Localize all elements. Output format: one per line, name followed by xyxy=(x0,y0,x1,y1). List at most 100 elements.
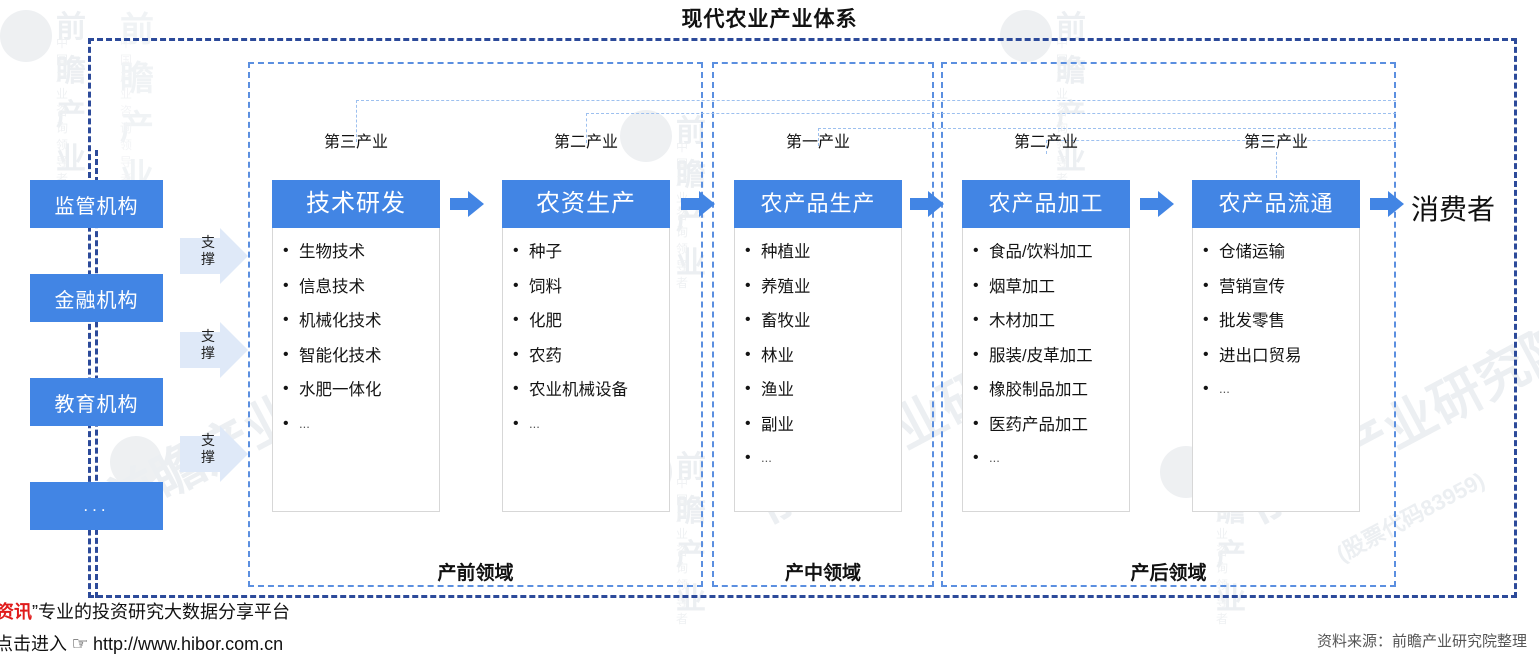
support-char-2: 撑 xyxy=(201,449,215,465)
list-item: 橡胶制品加工 xyxy=(973,381,1129,399)
column-item-list: 生物技术 信息技术 机械化技术 智能化技术 水肥一体化 ... xyxy=(272,228,440,512)
support-arrow-icon-3: 支 撑 xyxy=(180,426,252,482)
column-header-title: 农产品加工 xyxy=(962,180,1130,228)
value-chain-column-2[interactable]: 第二产业 农资生产 种子 饲料 化肥 农药 农业机械设备 ... xyxy=(502,134,670,512)
list-item: 进出口贸易 xyxy=(1203,347,1359,365)
column-tier-label: 第二产业 xyxy=(1013,134,1078,151)
support-arrow-icon-1: 支 撑 xyxy=(180,228,252,284)
column-header-title: 农产品生产 xyxy=(734,180,902,228)
list-item: 养殖业 xyxy=(745,278,901,296)
support-char-2: 撑 xyxy=(201,251,215,267)
column-item-list: 仓储运输 营销宣传 批发零售 进出口贸易 ... xyxy=(1192,228,1360,512)
list-item-ellipsis: ... xyxy=(745,450,901,466)
list-item: 营销宣传 xyxy=(1203,278,1359,296)
value-chain-column-4[interactable]: 第二产业 农产品加工 食品/饮料加工 烟草加工 木材加工 服装/皮革加工 橡胶制… xyxy=(962,134,1130,512)
column-header-title: 农产品流通 xyxy=(1192,180,1360,228)
support-arrow-label: 支 撑 xyxy=(198,234,218,268)
list-item: 烟草加工 xyxy=(973,278,1129,296)
watermark-sub-text: 中国产业咨询领导者 xyxy=(56,36,71,186)
list-item: 生物技术 xyxy=(283,243,439,261)
column-tier-label: 第二产业 xyxy=(553,134,618,151)
list-item: 仓储运输 xyxy=(1203,243,1359,261)
list-item: 林业 xyxy=(745,347,901,365)
list-item-ellipsis: ... xyxy=(973,450,1129,466)
connector-horizontal-col1 xyxy=(356,100,1396,101)
institution-box-more[interactable]: ... xyxy=(30,482,163,530)
value-chain-column-3[interactable]: 第一产业 农产品生产 种植业 养殖业 畜牧业 林业 渔业 副业 ... xyxy=(734,134,902,512)
connector-vertical-col4 xyxy=(1046,140,1047,154)
connector-vertical-col5 xyxy=(1276,152,1277,178)
flow-arrow-icon-2 xyxy=(681,191,715,217)
flow-arrow-icon-4 xyxy=(1140,191,1174,217)
column-tier-label: 第三产业 xyxy=(323,134,388,151)
list-item: 副业 xyxy=(745,416,901,434)
flow-arrow-icon-5 xyxy=(1370,191,1404,217)
list-item: 食品/饮料加工 xyxy=(973,243,1129,261)
stage-label-mid: 产中领域 xyxy=(784,563,861,584)
column-tier-label: 第三产业 xyxy=(1243,134,1308,151)
list-item-ellipsis: ... xyxy=(283,416,439,432)
stage-region-post xyxy=(941,62,1396,587)
list-item: 医药产品加工 xyxy=(973,416,1129,434)
column-header-title: 技术研发 xyxy=(272,180,440,228)
connector-vertical-col2 xyxy=(586,113,587,143)
institution-box-finance[interactable]: 金融机构 xyxy=(30,274,163,322)
stage-label-post: 产后领域 xyxy=(1130,563,1207,584)
list-item: 水肥一体化 xyxy=(283,381,439,399)
column-header-title: 农资生产 xyxy=(502,180,670,228)
list-item-ellipsis: ... xyxy=(1203,381,1359,397)
column-tier-label: 第一产业 xyxy=(785,134,850,151)
column-item-list: 种子 饲料 化肥 农药 农业机械设备 ... xyxy=(502,228,670,512)
list-item: 饲料 xyxy=(513,278,669,296)
footer-link-row[interactable]: 点击进入☞http://www.hibor.com.cn xyxy=(0,630,283,656)
list-item: 渔业 xyxy=(745,381,901,399)
connector-horizontal-col4 xyxy=(1046,140,1396,141)
flow-arrow-icon-3 xyxy=(910,191,944,217)
support-char-2: 撑 xyxy=(201,345,215,361)
source-attribution: 资料来源：前瞻产业研究院整理 xyxy=(1316,633,1527,650)
stage-region-mid xyxy=(712,62,934,587)
list-item: 畜牧业 xyxy=(745,312,901,330)
institution-box-regulator[interactable]: 监管机构 xyxy=(30,180,163,228)
list-item: 信息技术 xyxy=(283,278,439,296)
support-char-1: 支 xyxy=(201,328,215,344)
connector-horizontal-col3 xyxy=(818,128,1396,129)
hand-cursor-icon: ☞ xyxy=(71,634,89,655)
list-item: 农业机械设备 xyxy=(513,381,669,399)
connector-horizontal-col2 xyxy=(586,113,1396,114)
list-item: 木材加工 xyxy=(973,312,1129,330)
footer-quote: ” xyxy=(32,602,38,622)
connector-vertical-col3 xyxy=(818,128,819,146)
support-arrow-label: 支 撑 xyxy=(198,328,218,362)
list-item: 服装/皮革加工 xyxy=(973,347,1129,365)
institution-box-education[interactable]: 教育机构 xyxy=(30,378,163,426)
page-title: 现代农业产业体系 xyxy=(681,8,858,31)
list-item: 农药 xyxy=(513,347,669,365)
value-chain-column-5[interactable]: 第三产业 农产品流通 仓储运输 营销宣传 批发零售 进出口贸易 ... xyxy=(1192,134,1360,512)
footer-url[interactable]: http://www.hibor.com.cn xyxy=(93,634,284,654)
list-item: 化肥 xyxy=(513,312,669,330)
support-arrow-icon-2: 支 撑 xyxy=(180,322,252,378)
footer-brand-red: 博资讯 xyxy=(0,602,32,622)
stage-label-pre: 产前领域 xyxy=(437,563,514,584)
value-chain-column-1[interactable]: 第三产业 技术研发 生物技术 信息技术 机械化技术 智能化技术 水肥一体化 ..… xyxy=(272,134,440,512)
list-item: 种植业 xyxy=(745,243,901,261)
list-item-ellipsis: ... xyxy=(513,416,669,432)
support-char-1: 支 xyxy=(201,234,215,250)
column-item-list: 种植业 养殖业 畜牧业 林业 渔业 副业 ... xyxy=(734,228,902,512)
consumer-label: 消费者 xyxy=(1411,194,1496,225)
list-item: 批发零售 xyxy=(1203,312,1359,330)
column-item-list: 食品/饮料加工 烟草加工 木材加工 服装/皮革加工 橡胶制品加工 医药产品加工 … xyxy=(962,228,1130,512)
flow-arrow-icon-1 xyxy=(450,191,484,217)
stage-region-pre xyxy=(248,62,703,587)
footer-tagline: 博资讯”专业的投资研究大数据分享平台 xyxy=(0,598,290,624)
support-arrow-label: 支 撑 xyxy=(198,432,218,466)
list-item: 种子 xyxy=(513,243,669,261)
footer-click-text: 点击进入 xyxy=(0,634,67,654)
connector-vertical-col1 xyxy=(356,100,357,142)
list-item: 机械化技术 xyxy=(283,312,439,330)
list-item: 智能化技术 xyxy=(283,347,439,365)
support-spine xyxy=(95,150,98,598)
footer-tagline-text: 专业的投资研究大数据分享平台 xyxy=(38,602,290,622)
